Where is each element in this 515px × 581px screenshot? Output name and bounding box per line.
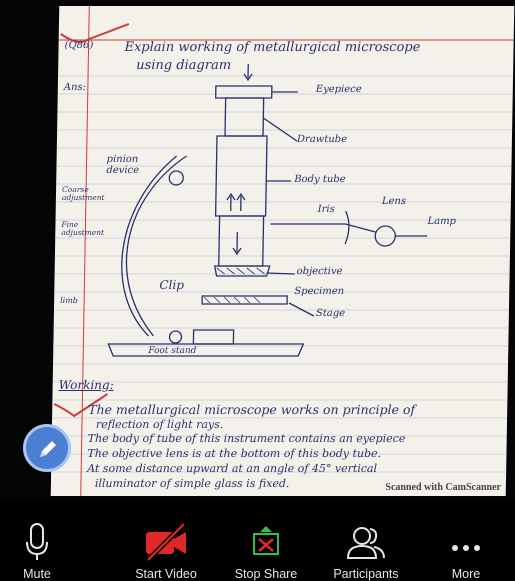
label-limb: limb (60, 296, 78, 305)
working-line: reflection of light rays. (96, 418, 224, 431)
label-lamp: Lamp (427, 216, 456, 227)
scanner-watermark: Scanned with CamScanner (385, 482, 501, 493)
meeting-toolbar: Mute Start Video Stop Share Participants (0, 520, 515, 579)
answer-label: Ans: (64, 82, 86, 93)
start-video-button[interactable]: Start Video (122, 520, 210, 579)
mute-button[interactable]: Mute (16, 520, 58, 579)
question-title-line1: Explain working of metallurgical microsc… (124, 40, 420, 55)
working-line: The objective lens is at the bottom of t… (87, 447, 381, 460)
participants-button[interactable]: Participants (318, 520, 414, 579)
label-stage: Stage (316, 308, 345, 319)
label-eyepiece: Eyepiece (316, 84, 362, 95)
label-fine-adjustment: Fine adjustment (61, 221, 97, 238)
label-foot-stand: Foot stand (148, 346, 196, 356)
stop-share-icon (246, 522, 286, 562)
annotate-button[interactable] (23, 424, 71, 472)
working-line: The metallurgical microscope works on pr… (88, 402, 415, 417)
shared-screen: Eyepiece Drawtube Body tube pinion devic… (0, 0, 515, 500)
label-specimen: Specimen (294, 286, 344, 297)
label-coarse-adjustment: Coarse adjustment (62, 186, 98, 203)
participants-icon (344, 522, 388, 562)
microphone-icon (24, 522, 50, 562)
label-clip: Clip (159, 278, 184, 292)
working-line: At some distance upward at an angle of 4… (87, 462, 377, 475)
more-dots-icon (446, 522, 486, 562)
working-line: The body of tube of this instrument cont… (88, 432, 406, 445)
label-pinion-device: pinion device (106, 154, 156, 176)
more-button[interactable]: More (440, 520, 492, 579)
label-iris: Iris (318, 204, 335, 215)
question-number: (Q86) (64, 40, 93, 51)
notebook-page: Eyepiece Drawtube Body tube pinion devic… (51, 6, 515, 496)
stop-share-button[interactable]: Stop Share (226, 520, 306, 579)
working-line: illuminator of simple glass is fixed. (95, 477, 290, 490)
question-title-line2: using diagram (136, 58, 231, 73)
label-drawtube: Drawtube (297, 134, 347, 145)
pencil-icon (36, 437, 60, 461)
label-objective: objective (297, 266, 343, 277)
working-heading: Working: (59, 378, 114, 392)
video-off-icon (142, 522, 190, 562)
label-body-tube: Body tube (294, 174, 346, 185)
label-lens: Lens (382, 196, 406, 207)
